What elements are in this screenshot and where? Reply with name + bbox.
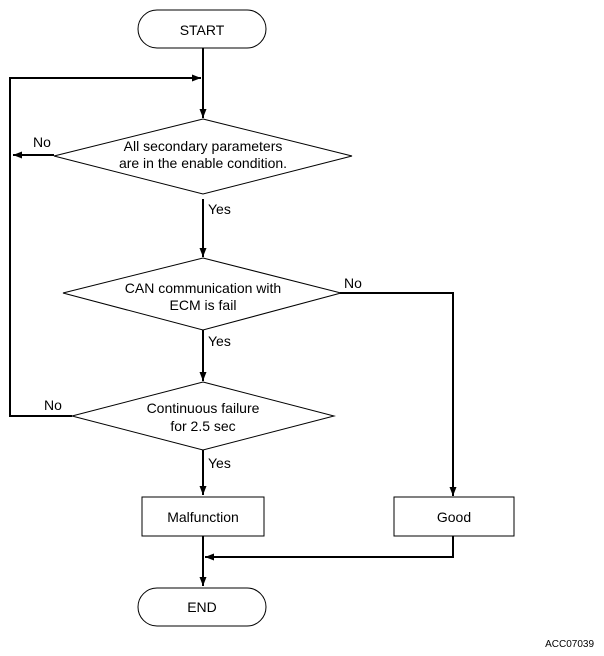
label-d1-no: No	[33, 134, 51, 150]
start-label: START	[180, 22, 225, 38]
decision-1-line-2: are in the enable condition.	[119, 155, 287, 171]
label-d1-yes: Yes	[208, 201, 231, 217]
figure-code: ACC07039	[545, 639, 594, 650]
decision-secondary-parameters: All secondary parameters are in the enab…	[53, 118, 353, 195]
connectors	[9, 48, 457, 586]
good-label: Good	[437, 509, 471, 525]
malfunction-label: Malfunction	[167, 509, 239, 525]
good-box: Good	[393, 496, 515, 537]
connector-loop-back	[9, 74, 201, 417]
decision-1-line-1: All secondary parameters	[124, 138, 283, 154]
label-d2-no: No	[344, 275, 362, 291]
label-d2-yes: Yes	[208, 333, 231, 349]
end-label: END	[187, 599, 217, 615]
start-node: START	[137, 9, 267, 49]
connector-d2-no	[340, 292, 457, 496]
label-d3-no: No	[44, 397, 62, 413]
connector-good-to-merge	[205, 536, 454, 561]
malfunction-box: Malfunction	[141, 496, 265, 537]
label-d3-yes: Yes	[208, 455, 231, 471]
end-node: END	[137, 587, 267, 627]
decision-2-line-2: ECM is fail	[170, 297, 237, 313]
decision-3-line-1: Continuous failure	[147, 400, 260, 416]
decision-continuous-failure: Continuous failure for 2.5 sec	[70, 381, 336, 451]
decision-2-line-1: CAN communication with	[125, 280, 281, 296]
decision-3-line-2: for 2.5 sec	[170, 418, 235, 434]
decision-can-communication: CAN communication with ECM is fail	[62, 257, 343, 331]
